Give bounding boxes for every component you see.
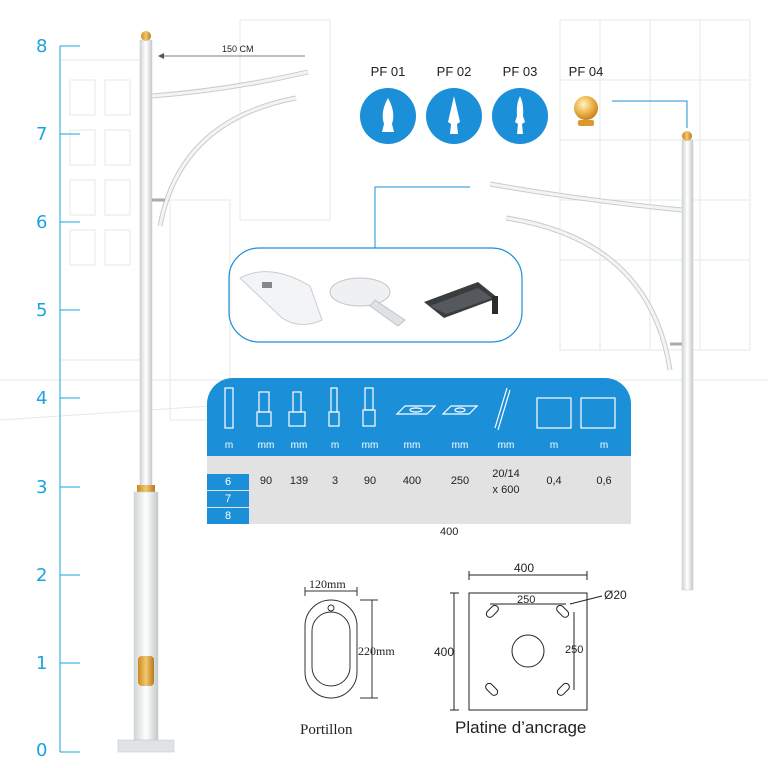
value-col-4: 3	[331, 475, 339, 487]
pf-04-ball-icon	[574, 96, 598, 126]
value-col-8-line2: x 600	[492, 484, 520, 496]
pf-03-label: PF 03	[502, 64, 538, 79]
pf-01-label: PF 01	[370, 64, 406, 79]
scale-label-8: 8	[36, 36, 48, 57]
portillon-width: 120mm	[309, 577, 346, 591]
pf-02-label: PF 02	[436, 64, 472, 79]
scale-label-6: 6	[36, 212, 48, 233]
spec-table: m mm mm m mm mm mm mm m m 6 7 8 90 139 3…	[207, 378, 631, 524]
value-col-8-line1: 20/14	[492, 468, 520, 480]
unit-col-7: mm	[451, 440, 469, 451]
platine-inner-height: 250	[565, 644, 584, 656]
value-col-10: 0,6	[596, 475, 612, 487]
pf-01-option[interactable]	[360, 88, 416, 144]
value-col-7: 250	[450, 475, 470, 487]
portillon-height: 220mm	[358, 644, 395, 658]
unit-col-8: mm	[497, 440, 515, 451]
pf-01-finial-icon	[382, 98, 394, 132]
unit-col-10: m	[599, 440, 609, 451]
unit-col-9: m	[549, 440, 559, 451]
pf-02-finial-icon	[448, 96, 460, 134]
spec-table-header: m mm mm m mm mm mm mm m m	[207, 378, 631, 456]
pf-04-option[interactable]	[568, 92, 604, 136]
unit-col-2: mm	[257, 440, 275, 451]
unit-col-3: mm	[290, 440, 308, 451]
platine-outer-width: 400	[514, 561, 535, 575]
scale-label-0: 0	[36, 740, 48, 761]
spec-table-values	[207, 456, 631, 524]
value-col-5: 90	[363, 475, 377, 487]
value-col-3: 139	[289, 475, 309, 487]
spec-table-icons	[224, 387, 616, 431]
pf-03-finial-icon	[515, 96, 525, 134]
value-col-6: 400	[402, 475, 422, 487]
scale-label-2: 2	[36, 565, 48, 586]
table-below-label: 400	[440, 526, 459, 538]
height-8: 8	[207, 508, 249, 524]
scale-label-4: 4	[36, 388, 48, 409]
lamp-1-icon	[239, 271, 323, 325]
scale-label-1: 1	[36, 653, 48, 674]
pf-03-option[interactable]	[492, 88, 548, 144]
scale-label-5: 5	[36, 300, 48, 321]
scale-label-7: 7	[36, 124, 48, 145]
value-col-2: 90	[259, 475, 273, 487]
portillon-caption: Portillon	[300, 722, 353, 738]
arm-length-label: 150 CM	[222, 44, 254, 54]
unit-col-4: m	[330, 440, 340, 451]
pf-04-label: PF 04	[568, 64, 604, 79]
height-7: 7	[207, 491, 249, 507]
unit-col-6: mm	[403, 440, 421, 451]
platine-caption: Platine d’ancrage	[455, 718, 587, 737]
height-6: 6	[207, 474, 249, 490]
unit-col-1: m	[224, 440, 234, 451]
platine-inner-width: 250	[517, 594, 536, 606]
scale-label-3: 3	[36, 477, 48, 498]
platine-hole-diameter: Ø20	[604, 588, 627, 602]
platine-outer-height: 400	[434, 645, 455, 659]
unit-col-5: mm	[361, 440, 379, 451]
pf-02-option[interactable]	[426, 88, 482, 144]
value-col-9: 0,4	[546, 475, 562, 487]
